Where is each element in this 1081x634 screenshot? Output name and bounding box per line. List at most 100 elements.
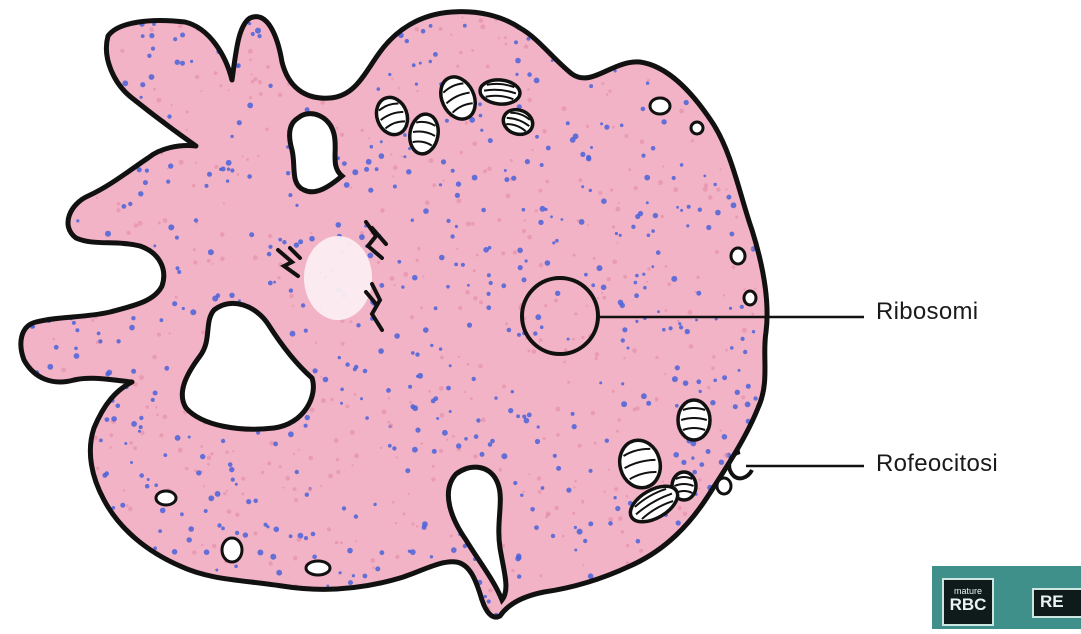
ribosome-dot xyxy=(706,225,711,230)
ribosome-dot xyxy=(370,558,375,563)
ribosome-dot xyxy=(321,100,325,104)
ribosome-dot xyxy=(153,244,156,247)
ribosome-dot xyxy=(33,10,37,14)
ribosome-dot xyxy=(133,446,137,450)
ribosome-dot xyxy=(254,532,258,536)
ribosome-dot xyxy=(247,174,252,179)
ribosome-dot xyxy=(577,219,580,222)
ribosome-dot xyxy=(765,133,770,138)
ribosome-dot xyxy=(279,465,282,468)
ribosome-dot xyxy=(106,545,110,549)
ribosome-dot xyxy=(35,383,39,387)
ribosome-dot xyxy=(105,417,110,422)
ribosome-dot xyxy=(461,263,465,267)
ribosome-dot xyxy=(14,411,19,416)
ribosome-dot xyxy=(178,612,182,616)
ribosome-dot xyxy=(77,582,82,587)
ribosome-dot xyxy=(394,333,400,339)
ribosome-dot xyxy=(320,376,322,378)
ribosome-dot xyxy=(486,305,491,310)
ribosome-dot xyxy=(588,521,593,526)
ribosome-dot xyxy=(571,412,575,416)
ribosome-dot xyxy=(37,561,40,564)
ribosome-dot xyxy=(550,215,553,218)
ribosome-dot xyxy=(542,129,546,133)
ribosome-dot xyxy=(304,329,308,333)
ribosome-dot xyxy=(379,590,383,594)
ribosome-dot xyxy=(515,73,518,76)
ribosome-dot xyxy=(100,518,103,521)
ribosome-dot xyxy=(433,52,438,57)
ribosome-dot xyxy=(388,421,391,424)
ribosome-dot xyxy=(229,293,234,298)
ribosome-dot xyxy=(504,177,509,182)
ribosome-dot xyxy=(583,539,587,543)
ribosome-dot xyxy=(615,506,620,511)
ribosome-dot xyxy=(555,239,559,243)
ribosome-dot xyxy=(658,561,661,564)
ribosome-dot xyxy=(612,225,615,228)
ribosome-dot xyxy=(274,527,280,533)
ribosome-dot xyxy=(309,236,315,242)
ribosome-dot xyxy=(258,34,262,38)
thumbnail-big-label: RBC xyxy=(944,596,992,614)
ribosome-dot xyxy=(726,141,729,144)
ribosome-dot xyxy=(42,301,46,305)
ribosome-dot xyxy=(14,276,16,278)
ribosome-dot xyxy=(171,104,173,106)
ribosome-dot xyxy=(679,325,683,329)
ribosome-dot xyxy=(388,73,391,76)
ribosome-dot xyxy=(699,524,702,527)
ribosome-dot xyxy=(312,555,317,560)
ribosome-dot xyxy=(148,284,150,286)
ribosome-dot xyxy=(60,287,64,291)
ribosome-dot xyxy=(725,188,727,190)
ribosome-dot xyxy=(512,11,516,15)
ribosome-dot xyxy=(373,503,376,506)
ribosome-dot xyxy=(608,521,613,526)
ribosome-dot xyxy=(637,597,642,602)
ribosome-dot xyxy=(253,499,258,504)
ribosome-dot xyxy=(741,395,745,399)
ribosome-dot xyxy=(497,218,501,222)
vesicle xyxy=(717,478,731,494)
ribosome-dot xyxy=(731,41,733,43)
ribosome-dot xyxy=(251,32,255,36)
ribosome-dot xyxy=(540,163,544,167)
ribosome-dot xyxy=(431,477,435,481)
ribosome-dot xyxy=(289,288,293,292)
ribosome-dot xyxy=(675,365,680,370)
ribosome-dot xyxy=(188,436,191,439)
ribosome-dot xyxy=(226,160,232,166)
ribosome-dot xyxy=(421,442,424,445)
ribosome-dot xyxy=(595,352,600,357)
ribosome-dot xyxy=(112,616,116,620)
ribosome-dot xyxy=(24,174,30,180)
ribosome-dot xyxy=(403,133,407,137)
ribosome-dot xyxy=(551,534,555,538)
ribosome-dot xyxy=(515,58,521,64)
ribosome-dot xyxy=(410,315,414,319)
ribosome-dot xyxy=(195,162,197,164)
ribosome-dot xyxy=(651,146,656,151)
ribosome-dot xyxy=(616,430,619,433)
ribosome-dot xyxy=(31,186,34,189)
ribosome-dot xyxy=(386,612,390,616)
ribosome-dot xyxy=(574,480,577,483)
ribosome-dot xyxy=(159,433,163,437)
ribosome-dot xyxy=(691,57,697,63)
ribosome-dot xyxy=(105,231,111,237)
ribosome-dot xyxy=(689,344,694,349)
ribosome-dot xyxy=(106,563,110,567)
ribosome-dot xyxy=(449,364,452,367)
ribosome-dot xyxy=(582,564,584,566)
ribosome-dot xyxy=(646,401,651,406)
ribosome-dot xyxy=(396,456,398,458)
ribosome-dot xyxy=(710,400,715,405)
ribosome-dot xyxy=(234,565,238,569)
ribosome-dot xyxy=(336,470,340,474)
ribosome-dot xyxy=(377,87,381,91)
ribosome-dot xyxy=(562,106,567,111)
ribosome-dot xyxy=(607,277,611,281)
ribosome-dot xyxy=(683,380,689,386)
